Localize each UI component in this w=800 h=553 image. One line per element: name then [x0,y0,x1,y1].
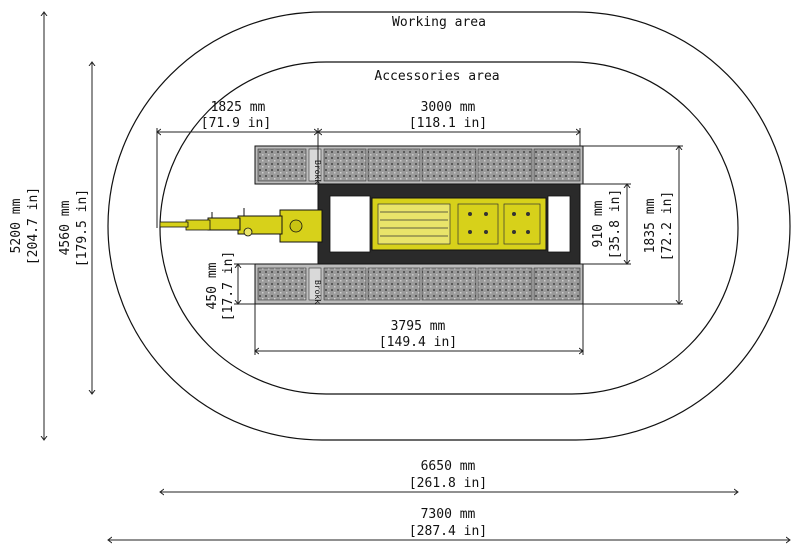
dim-accessories-width-in: [261.8 in] [409,476,487,491]
dim-boom-mm: 1825 mm [211,100,266,115]
working-area-label: Working area [392,15,486,30]
track-bottom: Brokk [254,263,584,305]
working-area-outline [107,11,791,441]
dim-accessories-height: 4560 mm [179.5 in] [58,62,92,394]
dim-track-width-mm: 450 mm [205,262,220,309]
dim-inner-width-in: [35.8 in] [608,189,623,259]
dim-inner-width-mm: 910 mm [591,200,606,247]
boom-arm [159,208,283,237]
brand-logo-bottom: Brokk [313,280,322,304]
dim-track-width: 450 mm [17.7 in] [205,251,255,321]
dim-track-span: 3000 mm [118.1 in] [318,100,580,184]
dim-track-span-mm: 3000 mm [421,100,476,115]
dim-working-width-in: [287.4 in] [409,524,487,539]
dim-track-length-in: [149.4 in] [379,335,457,350]
dim-outer-width-in: [72.2 in] [660,191,675,261]
dim-accessories-height-mm: 4560 mm [58,200,73,255]
dim-working-height-mm: 5200 mm [9,198,24,253]
dim-working-height: 5200 mm [204.7 in] [9,12,44,440]
dim-track-span-in: [118.1 in] [409,116,487,131]
dim-working-width-mm: 7300 mm [421,507,476,522]
dim-track-width-in: [17.7 in] [221,251,236,321]
dim-boom-in: [71.9 in] [201,116,271,131]
dim-track-length-mm: 3795 mm [391,319,446,334]
accessories-area-label: Accessories area [374,69,499,84]
dim-accessories-width-mm: 6650 mm [421,459,476,474]
machine-top-view: Brokk Brokk [159,145,584,305]
dim-outer-width: 1835 mm [72.2 in] [583,146,683,304]
dim-working-height-in: [204.7 in] [26,187,41,265]
accessories-area-outline [159,61,739,395]
track-top: Brokk [254,145,584,185]
dim-track-length: 3795 mm [149.4 in] [255,304,583,355]
dim-boom: 1825 mm [71.9 in] [157,100,318,228]
dim-accessories-width: 6650 mm [261.8 in] [160,459,738,492]
turret [279,209,323,243]
dim-inner-width: 910 mm [35.8 in] [580,184,631,264]
machine-body [371,197,547,251]
dim-accessories-height-in: [179.5 in] [75,189,90,267]
dim-working-width: 7300 mm [287.4 in] [108,507,790,540]
dim-outer-width-mm: 1835 mm [643,198,658,253]
